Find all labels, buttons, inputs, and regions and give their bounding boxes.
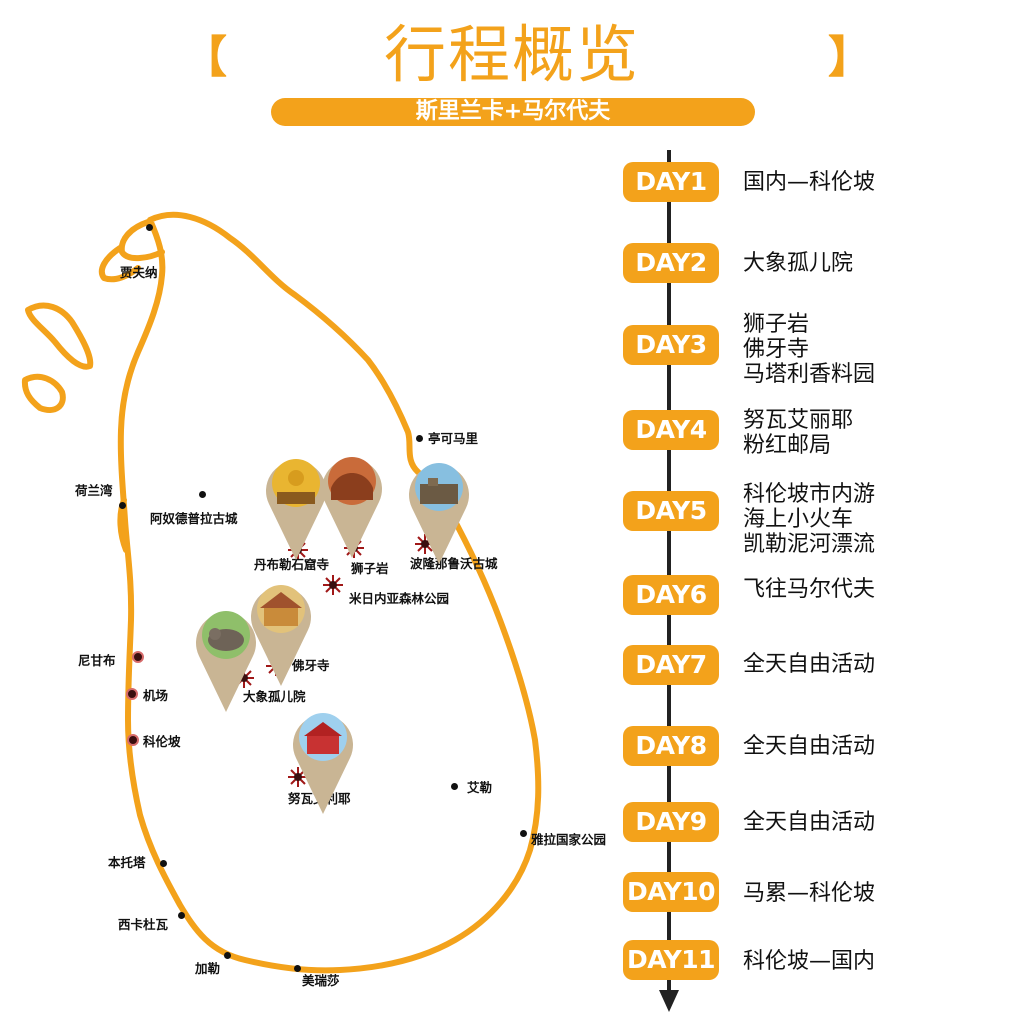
day-activity: 科伦坡市内游 海上小火车 凯勒泥河漂流 xyxy=(743,482,876,557)
day-badge: DAY11 xyxy=(623,940,719,980)
day-activity: 狮子岩 佛牙寺 马塔利香料园 xyxy=(743,312,876,387)
timeline-arrow-icon xyxy=(659,990,679,1012)
label-colombo: 科伦坡 xyxy=(143,734,181,749)
bracket-left: 【 xyxy=(183,32,227,83)
day-activity: 大象孤儿院 xyxy=(743,251,854,276)
day-badge: DAY2 xyxy=(623,243,719,283)
sigiriya-photo-pin xyxy=(322,457,382,558)
day-badge: DAY4 xyxy=(623,410,719,450)
northwest-spit xyxy=(98,245,141,283)
day-activity: 努瓦艾丽耶 粉红邮局 xyxy=(743,408,854,458)
galle-dot xyxy=(224,952,231,959)
day-badge: DAY3 xyxy=(623,325,719,365)
label-yala: 雅拉国家公园 xyxy=(531,832,607,847)
elephant-photo-pin xyxy=(196,611,256,712)
day-activity: 马累—科伦坡 xyxy=(743,881,876,906)
airport-marker xyxy=(126,688,138,700)
mannar-island xyxy=(25,302,94,370)
negombo-bay-dot xyxy=(119,502,126,509)
label-ella: 艾勒 xyxy=(467,780,493,795)
label-dambulla: 丹布勒石窟寺 xyxy=(254,557,330,572)
subtitle-banner: 斯里兰卡+马尔代夫 xyxy=(271,98,755,126)
anuradhapura-dot xyxy=(199,491,206,498)
day-badge: DAY1 xyxy=(623,162,719,202)
label-negombo: 尼甘布 xyxy=(78,653,116,668)
day-badge: DAY8 xyxy=(623,726,719,766)
label-galle: 加勒 xyxy=(195,961,221,976)
day-badge: DAY10 xyxy=(623,872,719,912)
label-hikkaduwa: 西卡杜瓦 xyxy=(118,917,169,932)
ella-dot xyxy=(451,783,458,790)
nuwara-eliya-photo-pin xyxy=(293,713,353,814)
label-polonnaruwa: 波隆那鲁沃古城 xyxy=(410,556,498,571)
temple-tooth-photo-pin xyxy=(251,585,311,686)
label-elephant-orphanage: 大象孤儿院 xyxy=(243,689,306,704)
label-sigiriya: 狮子岩 xyxy=(351,561,389,576)
label-bentota: 本托塔 xyxy=(108,855,146,870)
nuwara-eliya-burst-icon xyxy=(288,767,308,787)
label-airport: 机场 xyxy=(143,688,169,703)
itinerary-timeline: DAY1 国内—科伦坡 DAY2 大象孤儿院 DAY3 狮子岩 佛牙寺 马塔利香… xyxy=(610,140,1024,1025)
label-minneriya: 米日内亚森林公园 xyxy=(349,591,450,606)
label-mirissa: 美瑞莎 xyxy=(302,973,340,988)
label-anuradhapura: 阿奴德普拉古城 xyxy=(150,511,238,526)
header: 【 行程概览 】 斯里兰卡+马尔代夫 xyxy=(0,0,1024,140)
polonnaruwa-burst-icon xyxy=(415,534,435,554)
dambulla-photo-pin xyxy=(266,459,326,560)
timeline-axis xyxy=(667,150,671,995)
negombo-marker xyxy=(132,651,144,663)
label-temple-tooth: 佛牙寺 xyxy=(292,658,330,673)
bentota-dot xyxy=(160,860,167,867)
day-badge: DAY7 xyxy=(623,645,719,685)
polonnaruwa-photo-pin xyxy=(409,463,469,564)
day-activity: 全天自由活动 xyxy=(743,810,876,835)
day-badge: DAY5 xyxy=(623,491,719,531)
day-badge: DAY6 xyxy=(623,575,719,615)
label-jaffna: 贾夫纳 xyxy=(120,265,158,280)
day-activity: 飞往马尔代夫 xyxy=(743,577,876,602)
label-negombo-bay: 荷兰湾 xyxy=(75,483,113,498)
day-activity: 科伦坡—国内 xyxy=(743,949,876,974)
day-badge: DAY9 xyxy=(623,802,719,842)
island-map: 贾夫纳 亭可马里 荷兰湾 阿奴德普拉古城 尼甘布 机场 科伦坡 艾勒 雅拉国家公… xyxy=(0,160,610,1025)
minneriya-burst-icon xyxy=(323,575,343,595)
label-trincomalee: 亭可马里 xyxy=(428,431,479,446)
day-activity: 国内—科伦坡 xyxy=(743,170,876,195)
jaffna-dot xyxy=(146,224,153,231)
bracket-right: 】 xyxy=(828,32,872,83)
page-title: 行程概览 xyxy=(383,18,640,91)
colombo-marker xyxy=(127,734,139,746)
day-activity: 全天自由活动 xyxy=(743,652,876,677)
jaffna-peninsula xyxy=(118,219,165,261)
day-activity: 全天自由活动 xyxy=(743,734,876,759)
yala-dot xyxy=(520,830,527,837)
west-islet xyxy=(21,373,66,413)
hikkaduwa-dot xyxy=(178,912,185,919)
mirissa-dot xyxy=(294,965,301,972)
trincomalee-dot xyxy=(416,435,423,442)
